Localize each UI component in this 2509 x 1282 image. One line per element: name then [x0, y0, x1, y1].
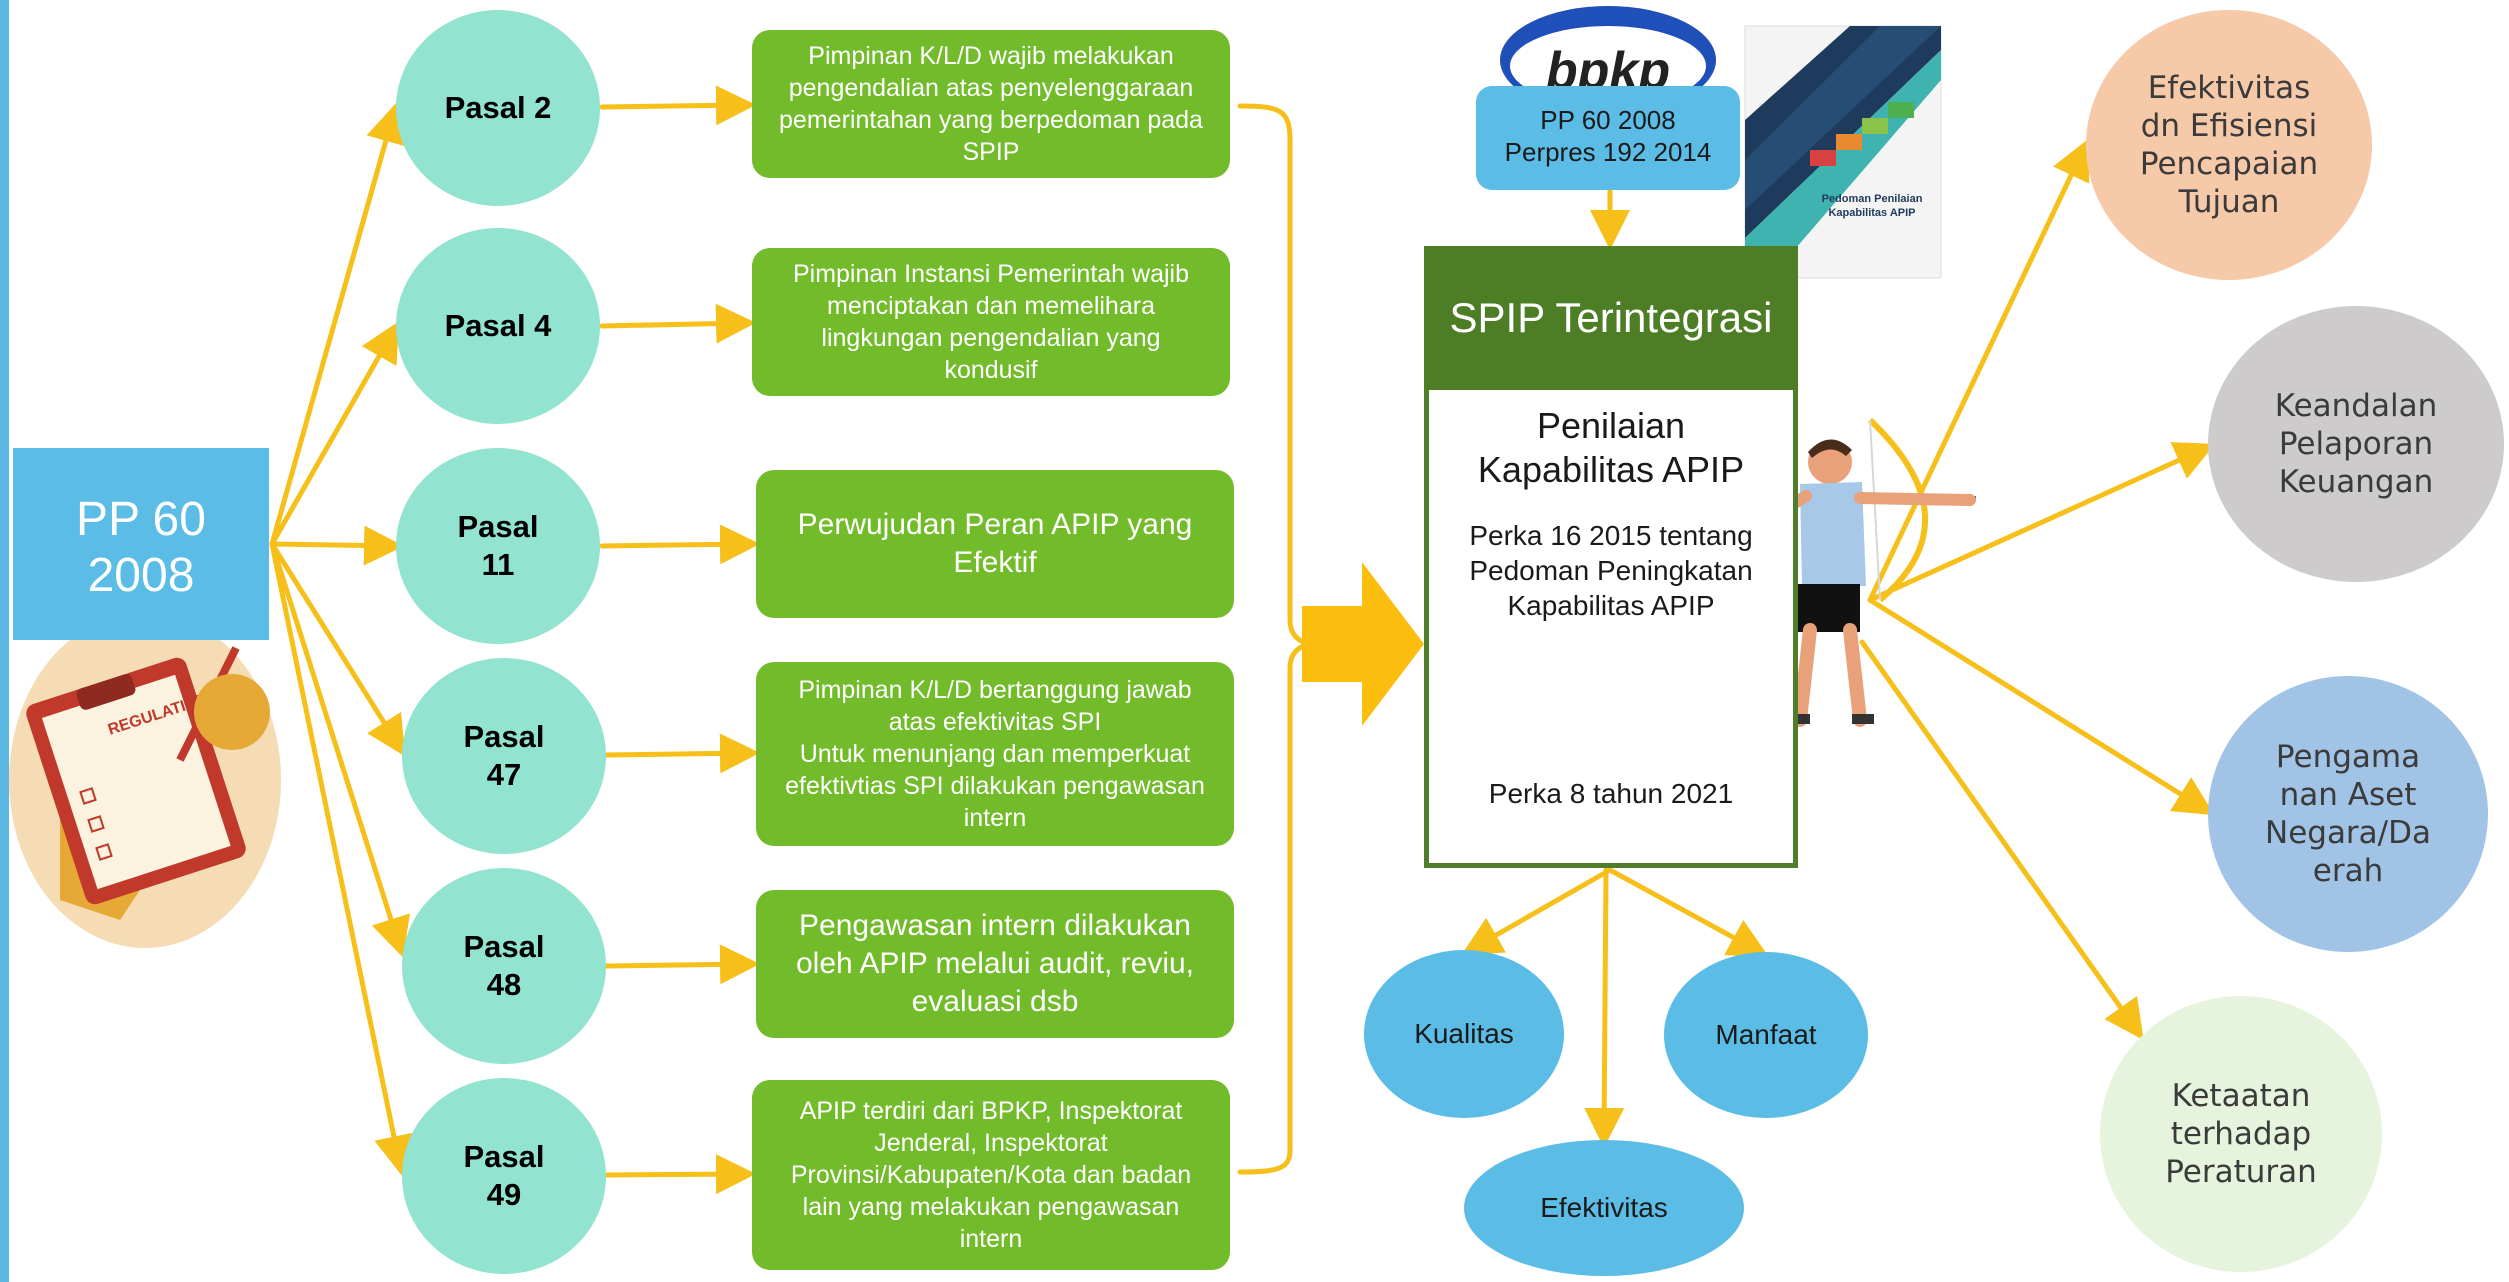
arrow-root-pasal47 — [269, 541, 406, 757]
arrow-to-efektivitas — [1867, 138, 2090, 603]
pasal-11-circle: Pasal 11 — [396, 448, 600, 644]
block-arrow — [1302, 562, 1424, 726]
arrow-root-pasal48 — [269, 541, 411, 958]
spip-title: SPIP Terintegrasi — [1424, 246, 1798, 390]
bracket — [1237, 103, 1311, 1175]
perka-16-text: Perka 16 2015 tentang Pedoman Peningkata… — [1469, 520, 1753, 621]
outcome-efektivitas-circle: Efektivitas dn Efisiensi Pencapaian Tuju… — [2086, 10, 2372, 280]
pasal-2-description: Pimpinan K/L/D wajib melakukan pengendal… — [752, 30, 1230, 178]
svg-text:Pedoman Penilaian: Pedoman Penilaian — [1822, 193, 1923, 205]
arrow-spip-kualitas — [1461, 867, 1613, 955]
left-accent-bar — [0, 0, 9, 1282]
spip-subtitle: Penilaian Kapabilitas APIP — [1477, 405, 1745, 490]
arrow-pasal49-desc — [603, 1154, 756, 1195]
pasal-4-description: Pimpinan Instansi Pemerintah wajib menci… — [752, 248, 1230, 396]
outcome-pengamanan-circle: Pengama nan Aset Negara/Da erah — [2208, 676, 2488, 952]
arrow-root-pasal2 — [269, 102, 406, 547]
outcome-keandalan-circle: Keandalan Pelaporan Keuangan — [2208, 306, 2504, 582]
book-cover-image: Pedoman Penilaian Kapabilitas APIP — [1744, 25, 1942, 279]
pasal-11-description: Perwujudan Peran APIP yang Efektif — [756, 470, 1234, 618]
arrow-pasal11-desc — [599, 524, 760, 565]
bpkp-regulation-label: PP 60 2008 Perpres 192 2014 — [1476, 86, 1740, 190]
pasal-2-circle: Pasal 2 — [396, 10, 600, 206]
arrow-spip-efektivitas — [1584, 867, 1625, 1148]
arrow-root-pasal49 — [269, 541, 414, 1176]
arrow-root-pasal11 — [269, 525, 404, 566]
outcome-ketaatan-circle: Ketaatan terhadap Peraturan — [2100, 996, 2382, 1272]
arrow-root-pasal4 — [269, 321, 399, 547]
arrow-pasal2-desc — [599, 85, 756, 126]
arrow-to-pengamanan — [1867, 597, 2215, 816]
manfaat-circle: Manfaat — [1664, 952, 1868, 1118]
archer-illustration — [1759, 417, 1977, 727]
pasal-48-description: Pengawasan intern dilakukan oleh APIP me… — [756, 890, 1234, 1038]
arrow-pasal4-desc — [599, 303, 756, 344]
pasal-47-description: Pimpinan K/L/D bertanggung jawab atas ef… — [756, 662, 1234, 846]
pasal-48-circle: Pasal 48 — [402, 868, 606, 1064]
arrow-pasal47-desc — [603, 733, 760, 774]
svg-text:Kapabilitas APIP: Kapabilitas APIP — [1828, 207, 1915, 219]
pasal-49-circle: Pasal 49 — [402, 1078, 606, 1274]
arrow-pasal48-desc — [603, 944, 760, 985]
clipboard-illustration: REGULATION — [9, 612, 281, 948]
kualitas-circle: Kualitas — [1364, 950, 1564, 1118]
pasal-49-description: APIP terdiri dari BPKP, Inspektorat Jend… — [752, 1080, 1230, 1270]
perka-8-text: Perka 8 tahun 2021 — [1488, 778, 1734, 809]
efektivitas-circle: Efektivitas — [1464, 1140, 1744, 1276]
arrow-to-keandalan — [1867, 442, 2216, 603]
root-box: PP 60 2008 — [13, 448, 269, 640]
pasal-47-circle: Pasal 47 — [402, 658, 606, 854]
arrow-to-ketaatan — [1859, 639, 2144, 1041]
arrow-spip-manfaat — [1607, 867, 1769, 957]
pasal-4-circle: Pasal 4 — [396, 228, 600, 424]
